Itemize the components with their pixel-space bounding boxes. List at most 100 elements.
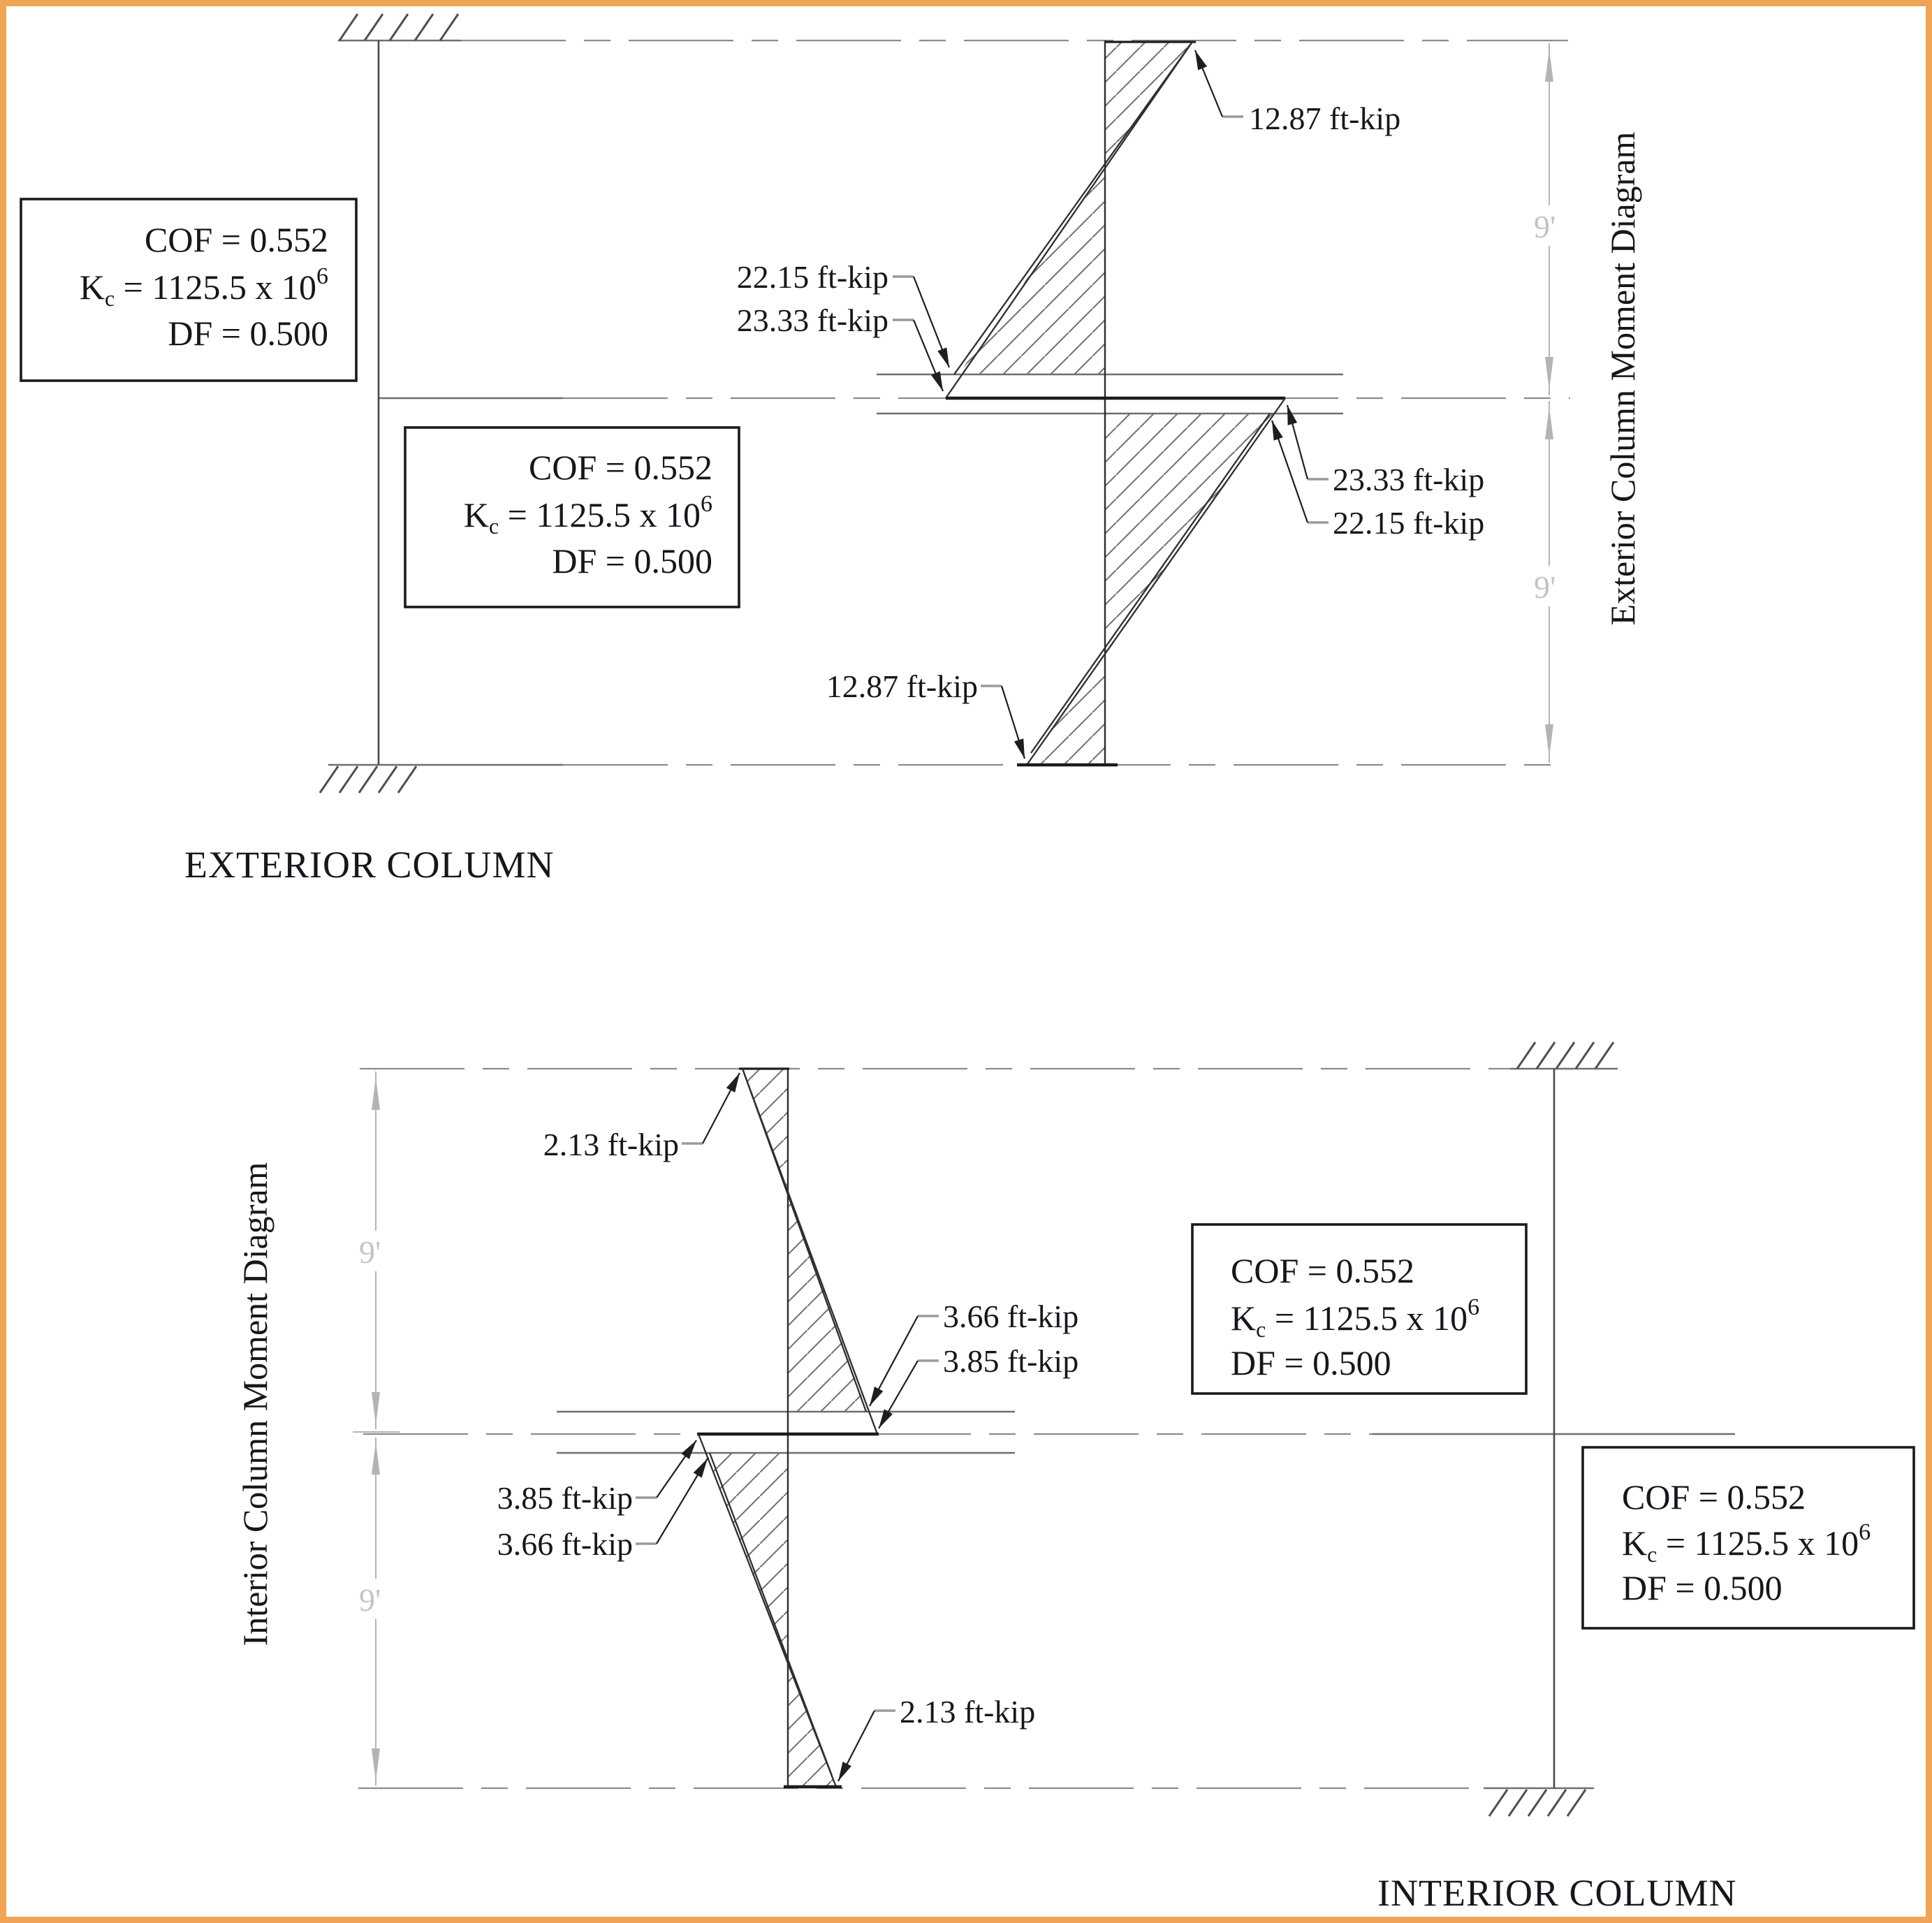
interior-upper-story-height: 9' xyxy=(359,1234,381,1270)
hatch-tick xyxy=(338,13,359,41)
kc-equation: = 1125.5 x 10 xyxy=(1657,1523,1859,1563)
hatch-tick xyxy=(1555,1041,1576,1069)
kc-symbol: K xyxy=(464,495,489,534)
hatch-tick xyxy=(338,766,359,794)
exterior-lower-moment-slope-outer xyxy=(1030,413,1271,754)
moment-value: 3.85 ft-kip xyxy=(943,1343,1078,1379)
interior-label-joint-lower-outer: 3.66 ft-kip xyxy=(497,1458,708,1562)
interior-bottom-support-hatch xyxy=(1488,1789,1587,1817)
exterior-label-joint-lower-outer: 22.15 ft-kip xyxy=(1271,420,1484,541)
interior-parameter-box-upper: COF = 0.552 Kc = 1125.5 x 106 DF = 0.500 xyxy=(1191,1223,1528,1395)
interior-label-top-moment: 2.13 ft-kip xyxy=(543,1072,740,1162)
interior-lower-moment-slope-outer xyxy=(708,1452,833,1776)
leader-line xyxy=(878,1360,919,1429)
kc-exponent: 6 xyxy=(316,263,328,289)
hatch-tick xyxy=(1566,1789,1587,1817)
moment-value: 22.15 ft-kip xyxy=(1333,505,1484,541)
hatch-tick xyxy=(1594,1041,1615,1069)
leader-line xyxy=(869,1315,919,1407)
parameter-box-border xyxy=(1581,1446,1915,1630)
leader-line xyxy=(1271,420,1309,523)
kc-value: Kc = 1125.5 x 106 xyxy=(80,263,328,311)
leader-line xyxy=(912,276,951,368)
hatch-tick xyxy=(1574,1041,1595,1069)
interior-moment-axis-title: Interior Column Moment Diagram xyxy=(235,1162,275,1646)
interior-label-joint-upper-outer: 3.66 ft-kip xyxy=(869,1299,1078,1407)
cof-value: COF = 0.552 xyxy=(145,220,328,259)
cof-value: COF = 0.552 xyxy=(1231,1251,1414,1290)
df-value: DF = 0.500 xyxy=(552,541,712,580)
hatch-tick xyxy=(377,766,398,794)
df-value: DF = 0.500 xyxy=(1231,1343,1391,1382)
moment-value: 23.33 ft-kip xyxy=(737,302,888,338)
moment-value: 3.85 ft-kip xyxy=(497,1480,633,1516)
kc-subscript: c xyxy=(105,286,115,311)
exterior-lower-moment-slope-inner xyxy=(1026,397,1286,766)
interior-section-title: INTERIOR COLUMN xyxy=(1377,1872,1736,1914)
exterior-label-joint-upper-outer: 22.15 ft-kip xyxy=(737,259,951,368)
hatch-tick xyxy=(1527,1789,1548,1817)
moment-value: 12.87 ft-kip xyxy=(1249,101,1400,136)
kc-exponent: 6 xyxy=(1859,1519,1871,1545)
df-value: DF = 0.500 xyxy=(168,314,328,353)
hatch-tick xyxy=(1507,1789,1528,1817)
interior-column-diagram: 9' 9' COF = 0.552 Kc = 1125.5 x 106 DF =… xyxy=(235,1041,1915,1914)
interior-label-bottom-moment: 2.13 ft-kip xyxy=(837,1694,1035,1782)
exterior-column-diagram: 9' 9' COF = 0.552 Kc = 1125.5 x 106 DF =… xyxy=(20,13,1642,886)
leader-line xyxy=(1000,685,1026,759)
moment-value: 23.33 ft-kip xyxy=(1333,462,1484,497)
leader-line xyxy=(656,1440,697,1498)
exterior-upper-moment-slope-inner xyxy=(945,41,1193,399)
exterior-label-top-moment: 12.87 ft-kip xyxy=(1194,50,1400,136)
exterior-parameter-box-lower: COF = 0.552 Kc = 1125.5 x 106 DF = 0.500 xyxy=(404,426,740,608)
kc-exponent: 6 xyxy=(1468,1294,1479,1320)
kc-subscript: c xyxy=(489,513,499,539)
kc-symbol: K xyxy=(1231,1299,1256,1338)
hatch-tick xyxy=(439,13,460,41)
moment-value: 2.13 ft-kip xyxy=(900,1694,1035,1730)
kc-symbol: K xyxy=(1622,1523,1647,1563)
interior-top-support-hatch xyxy=(1516,1041,1615,1069)
hatch-tick xyxy=(319,766,339,794)
hatch-tick xyxy=(1516,1041,1537,1069)
cof-value: COF = 0.552 xyxy=(529,448,712,487)
parameter-box-border xyxy=(404,426,740,608)
moment-value: 22.15 ft-kip xyxy=(737,259,888,295)
leader-line xyxy=(656,1458,708,1544)
hatch-tick xyxy=(388,13,409,41)
leader-line xyxy=(1194,50,1224,117)
exterior-moment-axis-title: Exterior Column Moment Diagram xyxy=(1603,131,1642,625)
interior-dimension-lower-story: 9' xyxy=(353,1438,398,1785)
kc-value: Kc = 1125.5 x 106 xyxy=(1231,1294,1479,1342)
exterior-parameter-box-upper: COF = 0.552 Kc = 1125.5 x 106 DF = 0.500 xyxy=(20,198,358,382)
leader-line xyxy=(837,1710,875,1782)
hatch-tick xyxy=(397,766,418,794)
interior-dimension-upper-story: 9' xyxy=(353,1072,398,1429)
cof-value: COF = 0.552 xyxy=(1622,1477,1806,1516)
hatch-tick xyxy=(1546,1789,1567,1817)
moment-value: 3.66 ft-kip xyxy=(943,1299,1078,1334)
leader-line xyxy=(702,1072,740,1144)
exterior-top-support-hatch xyxy=(338,13,460,41)
kc-subscript: c xyxy=(1256,1317,1266,1342)
exterior-bottom-support-hatch xyxy=(319,766,418,794)
hatch-tick xyxy=(1488,1789,1509,1817)
interior-parameter-box-lower: COF = 0.552 Kc = 1125.5 x 106 DF = 0.500 xyxy=(1581,1446,1915,1630)
interior-lower-story-height: 9' xyxy=(359,1582,381,1618)
df-value: DF = 0.500 xyxy=(1622,1568,1783,1607)
kc-equation: = 1125.5 x 10 xyxy=(499,495,701,534)
kc-value: Kc = 1125.5 x 106 xyxy=(464,491,712,539)
moment-value: 3.66 ft-kip xyxy=(497,1526,633,1562)
moment-value: 12.87 ft-kip xyxy=(826,668,978,704)
kc-exponent: 6 xyxy=(701,491,712,517)
exterior-label-joint-upper-inner: 23.33 ft-kip xyxy=(737,302,944,392)
interior-upper-moment-slope-outer xyxy=(741,1068,868,1412)
moment-value: 2.13 ft-kip xyxy=(543,1127,679,1162)
kc-symbol: K xyxy=(80,268,105,307)
hatch-tick xyxy=(358,766,379,794)
kc-subscript: c xyxy=(1647,1542,1657,1567)
exterior-upper-story-height: 9' xyxy=(1534,209,1556,244)
kc-equation: = 1125.5 x 10 xyxy=(1266,1299,1468,1338)
hatch-tick xyxy=(363,13,384,41)
